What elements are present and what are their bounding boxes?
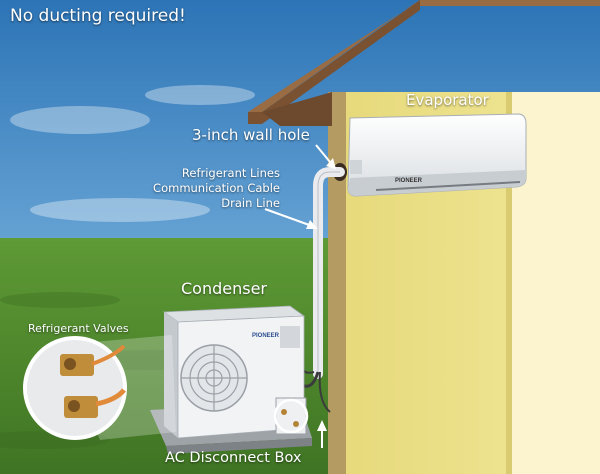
outdoor-logo: PIONEER — [252, 333, 280, 339]
indoor-logo: PIONEER — [395, 178, 423, 184]
